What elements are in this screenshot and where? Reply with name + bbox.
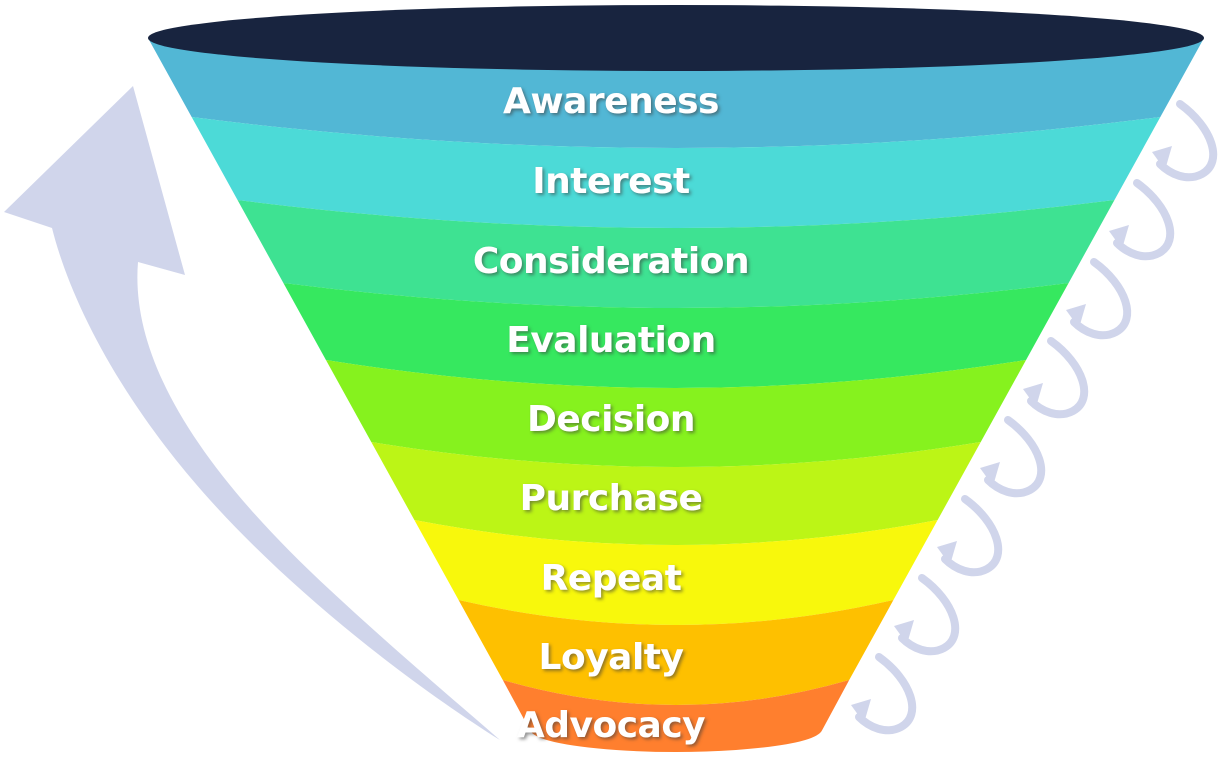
funnel-band-evaluation xyxy=(283,283,1069,388)
loop-arrow-icon xyxy=(894,574,960,656)
loop-arrow-icon xyxy=(937,495,1003,577)
loop-arrow-icon xyxy=(1152,100,1218,182)
funnel-opening xyxy=(148,5,1204,71)
funnel-band-interest xyxy=(191,117,1161,228)
loop-arrow-icon xyxy=(1109,179,1175,261)
loop-arrow-icon xyxy=(980,416,1046,498)
loop-arrow-icon xyxy=(851,653,917,735)
funnel-band-consideration xyxy=(237,200,1115,308)
loop-arrows xyxy=(851,100,1218,735)
funnel-band-loyalty xyxy=(458,600,894,705)
funnel-band-decision xyxy=(325,360,1027,467)
funnel-bands xyxy=(148,38,1204,752)
funnel-rim xyxy=(148,5,1204,71)
funnel-band-purchase xyxy=(371,442,981,545)
loop-arrow-icon xyxy=(1066,258,1132,340)
loop-arrow-icon xyxy=(1023,337,1089,419)
funnel-band-repeat xyxy=(414,520,938,625)
funnel-band-advocacy xyxy=(502,680,850,752)
big-return-arrow xyxy=(4,86,500,740)
return-arrow-icon xyxy=(4,86,500,740)
